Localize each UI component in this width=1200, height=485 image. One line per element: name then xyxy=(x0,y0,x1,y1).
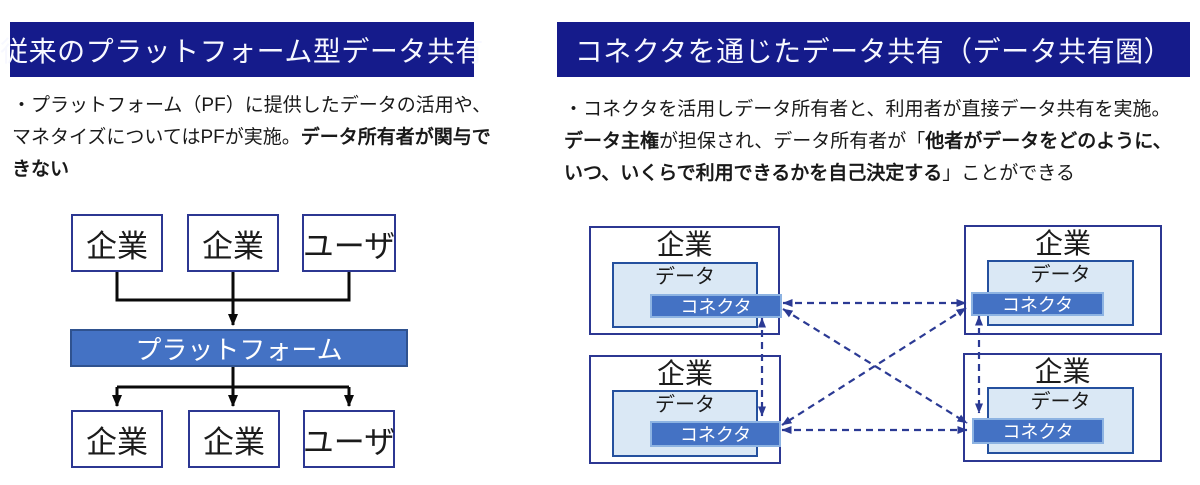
right-description-line1: ・コネクタを活用しデータ所有者と、利用者が直接データ共有を実施。 xyxy=(564,99,1171,120)
right-description-line2-normal: が担保され、データ所有者が「 xyxy=(659,131,926,152)
dashed-arrow-diagonal-tl-br-icon xyxy=(782,308,968,424)
left-top-company-box-1: 企業 xyxy=(71,214,163,272)
right-panel-header-text: コネクタを通じたデータ共有（データ共有圏） xyxy=(574,35,1173,67)
box-label: ユーザ xyxy=(302,228,396,264)
right-panel-description: ・コネクタを活用しデータ所有者と、利用者が直接データ共有を実施。 データ主権が担… xyxy=(564,94,1200,190)
left-description-line1: ・プラットフォーム（PF）に提供したデータの活用や、 xyxy=(12,95,492,116)
left-top-user-box: ユーザ xyxy=(302,214,396,272)
left-description-bold: データ所有者が関与できない xyxy=(12,127,491,180)
company-box-bottom-left: 企業 データ コネクタ xyxy=(589,355,781,464)
box-label: ユーザ xyxy=(302,424,396,460)
left-top-company-box-2: 企業 xyxy=(187,214,279,272)
right-description-bold-quote-end: いつ、いくらで利用できるかを自己決定する xyxy=(564,163,943,184)
dashed-arrow-diagonal-tr-bl-icon xyxy=(781,307,967,426)
company-box-top-right: 企業 データ コネクタ xyxy=(964,225,1162,335)
company-label: 企業 xyxy=(656,229,713,260)
connector-bar: コネクタ xyxy=(650,294,782,318)
connector-label: コネクタ xyxy=(680,297,752,317)
connector-bar: コネクタ xyxy=(650,421,781,447)
right-description-line3-normal: 」ことができる xyxy=(942,163,1075,184)
connector-label: コネクタ xyxy=(1001,295,1074,315)
data-label: データ xyxy=(1030,264,1091,286)
merge-line-top xyxy=(115,272,351,302)
company-box-bottom-right: 企業 データ コネクタ xyxy=(963,353,1162,462)
left-panel-description: ・プラットフォーム（PF）に提供したデータの活用や、 マネタイズについてはPFが… xyxy=(12,90,492,186)
right-description-bold-sovereignty: データ主権 xyxy=(564,131,660,152)
left-panel-header: 従来のプラットフォーム型データ共有 xyxy=(0,22,483,77)
connector-bar: コネクタ xyxy=(971,292,1104,316)
company-box-top-left: 企業 データ コネクタ xyxy=(589,226,782,335)
company-label: 企業 xyxy=(1034,356,1091,387)
connector-label: コネクタ xyxy=(1002,422,1074,442)
data-label: データ xyxy=(655,266,715,288)
connector-bar: コネクタ xyxy=(972,418,1104,444)
data-label: データ xyxy=(655,394,715,416)
left-bottom-company-box-1: 企業 xyxy=(71,410,163,468)
box-label: 企業 xyxy=(202,228,264,264)
platform-label: プラットフォーム xyxy=(135,334,343,365)
platform-bar: プラットフォーム xyxy=(70,329,408,367)
box-label: 企業 xyxy=(203,424,265,460)
data-label: データ xyxy=(1030,391,1091,413)
box-label: 企業 xyxy=(86,228,148,264)
company-label: 企業 xyxy=(1034,228,1091,259)
left-description-line2-normal: マネタイズについてはPFが実施。 xyxy=(12,127,301,148)
box-label: 企業 xyxy=(86,424,148,460)
left-bottom-company-box-2: 企業 xyxy=(188,410,280,468)
left-panel-header-text: 従来のプラットフォーム型データ共有 xyxy=(0,35,484,67)
connector-label: コネクタ xyxy=(679,425,752,445)
company-label: 企業 xyxy=(656,358,713,389)
left-bottom-user-box: ユーザ xyxy=(303,410,395,468)
right-panel-header: コネクタを通じたデータ共有（データ共有圏） xyxy=(557,22,1190,77)
right-description-bold-quote-start: 他者がデータをどのように、 xyxy=(925,131,1172,152)
